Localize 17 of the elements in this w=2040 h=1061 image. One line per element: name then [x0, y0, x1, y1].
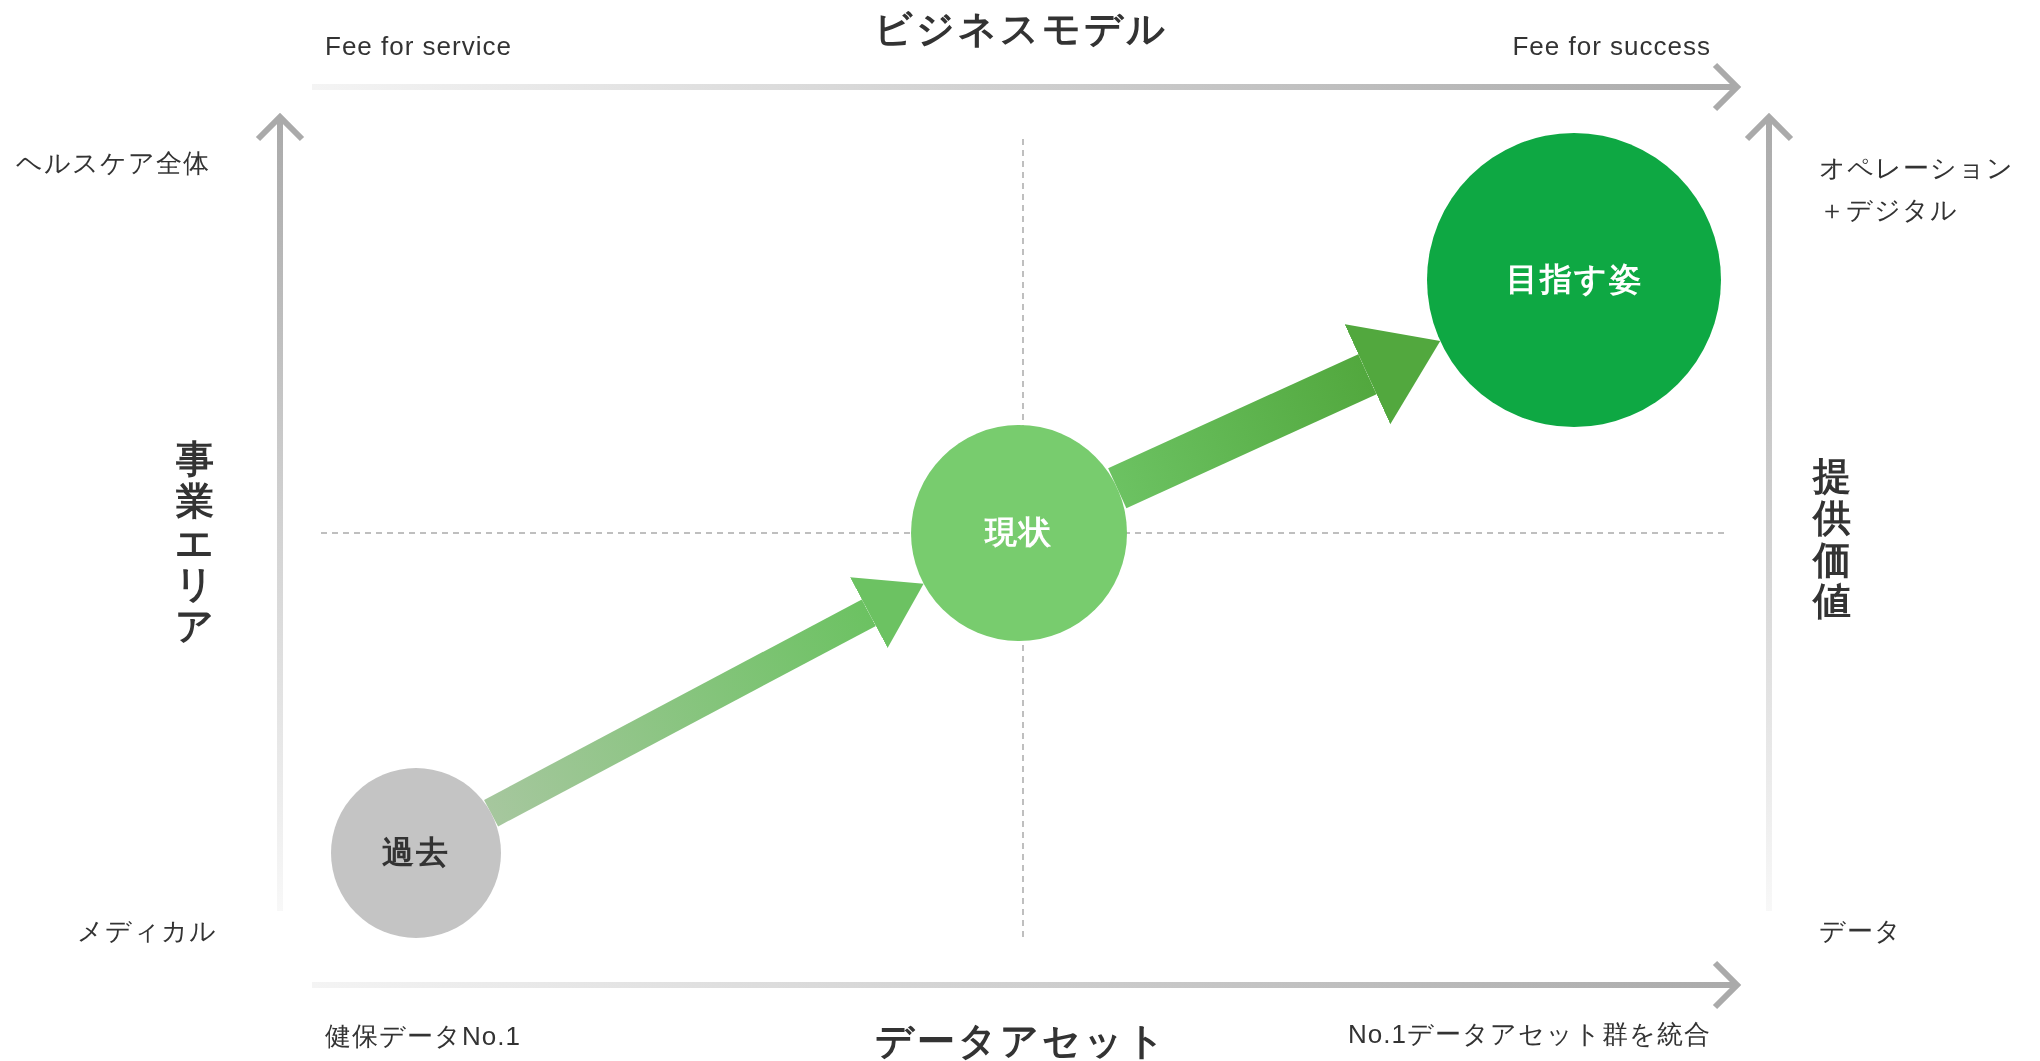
axis-title: ビジネスモデル — [874, 6, 1168, 52]
axis-end-label: ヘルスケア全体 — [16, 146, 210, 180]
circle-label: 目指す姿 — [1505, 260, 1643, 299]
axis-title: 提供価値 — [1812, 456, 1852, 624]
circle-label: 過去 — [382, 833, 450, 872]
axis-title: データアセット — [874, 1018, 1168, 1061]
axis-end-label: Fee for service — [325, 30, 512, 62]
axis-title: 事業エリア — [175, 438, 215, 648]
axis-end-label: 健保データNo.1 — [325, 1019, 521, 1053]
axis-end-label: Fee for success — [1512, 30, 1711, 62]
axis-end-label: メディカル — [77, 914, 217, 948]
axis-end-label: No.1データアセット群を統合 — [1348, 1017, 1711, 1051]
axis-end-label: オペレーション＋デジタル — [1819, 152, 2015, 227]
axis-end-label: データ — [1819, 914, 1902, 948]
arrow — [484, 577, 924, 827]
circle-label: 現状 — [985, 513, 1053, 552]
arrow — [1108, 324, 1441, 509]
